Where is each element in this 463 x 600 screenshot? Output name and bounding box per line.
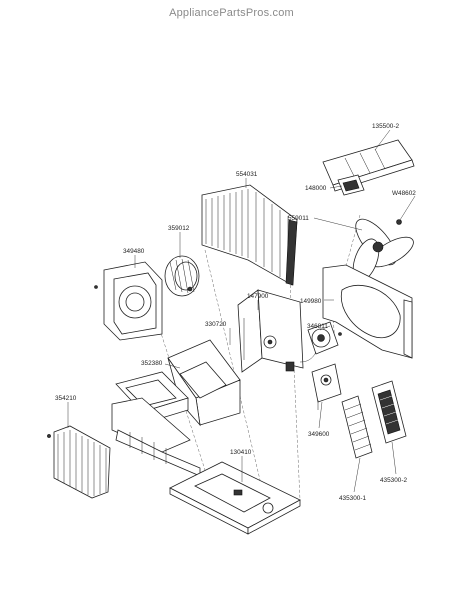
part-label: 559011 [288, 215, 309, 222]
part-label: 352380 [141, 360, 163, 367]
part-label: 554031 [236, 171, 258, 178]
filter-part[interactable] [341, 395, 373, 459]
part-label: 349480 [123, 248, 145, 255]
part-label: 349600 [308, 431, 330, 438]
part-label: 147900 [247, 293, 269, 300]
part-label: 148000 [305, 185, 327, 192]
part-label: 149980 [300, 298, 322, 305]
condenser-coil-part[interactable] [201, 184, 298, 286]
part-labels: 135500-2 148000 W48602 554031 559011 359… [55, 123, 416, 502]
control-panel-part[interactable] [237, 289, 304, 373]
part-label: 330720 [205, 321, 227, 328]
part-label: 354210 [55, 395, 77, 402]
site-watermark: AppliancePartsPros.com [169, 7, 294, 19]
part-label: 359012 [168, 225, 190, 232]
part-label: 135500-2 [372, 123, 399, 130]
fan-blade-part[interactable] [348, 213, 418, 285]
capacitor-bracket-part[interactable] [311, 363, 342, 410]
blower-wheel-part[interactable] [164, 255, 200, 297]
evaporator-coil-part[interactable] [47, 425, 111, 499]
part-label: 435300-1 [339, 495, 366, 502]
bracket-part[interactable] [337, 174, 365, 196]
front-grille-part[interactable] [371, 380, 407, 444]
fan-motor-part[interactable] [299, 321, 342, 363]
scroll-housing-part[interactable] [94, 261, 163, 341]
screw-part[interactable] [396, 219, 402, 225]
part-label: 435300-2 [380, 477, 407, 484]
front-frame-part[interactable] [111, 397, 201, 477]
part-label: 346811 [307, 323, 328, 330]
part-label: 130410 [230, 449, 252, 456]
part-label: W48602 [392, 190, 416, 197]
air-duct-part[interactable] [167, 339, 241, 427]
leader-lines [67, 129, 416, 493]
top-cover-part[interactable] [322, 139, 415, 192]
fan-shroud-part[interactable] [322, 264, 413, 359]
base-pan-part[interactable] [169, 461, 301, 535]
